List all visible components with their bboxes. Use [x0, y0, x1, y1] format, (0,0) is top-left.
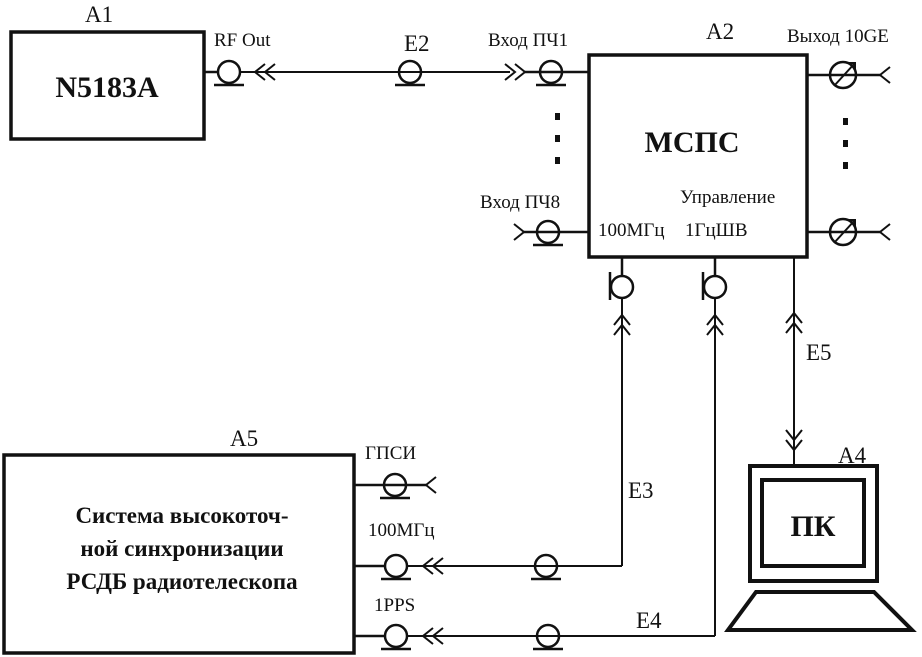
a2-100mhz-label: 100МГц [598, 220, 665, 241]
cable-e5-label: E5 [806, 340, 832, 365]
block-a5-name-line-2: ной синхронизации [80, 536, 283, 561]
monitor-screen [760, 478, 866, 568]
output-ellipsis [843, 118, 848, 169]
cable-e4-label: E4 [636, 608, 662, 633]
block-a2: A2 МСПС 100МГц 1ГцШВ [587, 19, 809, 259]
block-a5: A5 Система высокоточ- ной синхронизации … [2, 426, 356, 655]
a2-1hz-label: 1ГцШВ [685, 220, 748, 241]
input-if8-label: Вход ПЧ8 [480, 192, 560, 213]
block-a5-name-line-1: Система высокоточ- [75, 503, 288, 528]
block-a2-name: МСПС [645, 126, 740, 159]
control-label: Управление [680, 187, 775, 208]
block-a4-ref: A4 [838, 443, 867, 468]
block-a4-name: ПК [790, 510, 835, 543]
input-if1-label: Вход ПЧ1 [488, 30, 568, 51]
a5-1pps-label: 1PPS [374, 595, 415, 616]
cable-e5 [785, 257, 803, 466]
block-a5-ref: A5 [230, 426, 258, 451]
cable-e3 [354, 257, 635, 581]
input-if8-connector [513, 219, 589, 247]
output-10ge-connector-8 [807, 217, 891, 247]
block-a1-ref: A1 [85, 2, 113, 27]
output-10ge-label: Выход 10GE [787, 26, 889, 47]
cable-e2-label: E2 [404, 31, 430, 56]
a5-100mhz-label: 100МГц [368, 520, 435, 541]
block-a2-ref: A2 [706, 19, 734, 44]
cable-e3-label: E3 [628, 478, 654, 503]
block-a1: A1 N5183A [9, 2, 206, 141]
output-10ge-connector-1 [807, 60, 891, 90]
a5-gpsi-label: ГПСИ [365, 443, 416, 464]
a5-gpsi-connector [354, 472, 437, 500]
cable-e4 [354, 257, 728, 651]
keyboard-base [724, 590, 917, 632]
block-a1-name: N5183A [55, 71, 159, 104]
input-ellipsis [555, 113, 560, 164]
rf-out-label: RF Out [214, 30, 271, 51]
block-a5-name-line-3: РСДБ радиотелескопа [66, 569, 298, 594]
cable-e2 [204, 59, 589, 87]
block-a4: A4 ПК [724, 443, 917, 632]
